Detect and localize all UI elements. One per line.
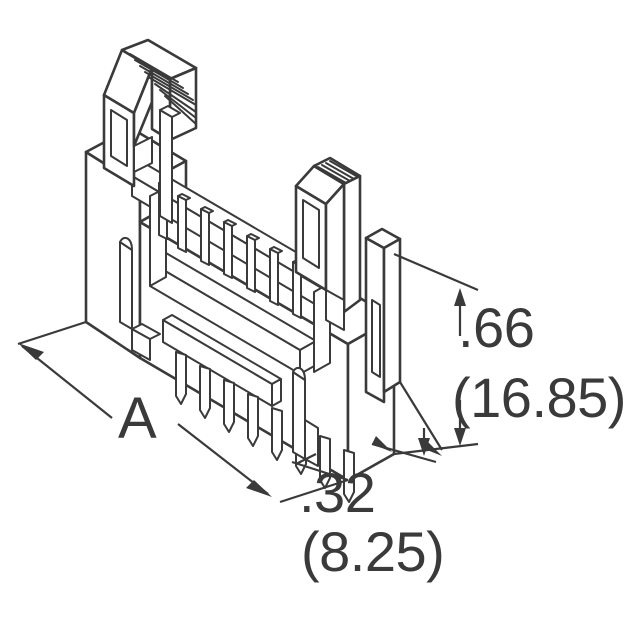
- height-extension-top: [393, 252, 479, 292]
- depth-dimension-line-left: [295, 453, 317, 465]
- left-latch-post-top: [159, 105, 181, 118]
- left-latch-post: [159, 109, 173, 224]
- dimension-depth: [291, 381, 443, 482]
- depth-extension-front: [291, 460, 349, 482]
- left-ejector-latch: [102, 38, 198, 224]
- depth-arrow-inner: [372, 436, 392, 452]
- right-latch-foot: [325, 289, 345, 331]
- right-latch-arm-face: [342, 174, 362, 314]
- pin-tail: [271, 407, 283, 461]
- dimension-label-height-millimeters: (16.85): [452, 366, 626, 429]
- right-latch-window: [302, 199, 320, 269]
- pin-tail: [175, 351, 187, 405]
- right-ejector-latch: [294, 156, 402, 404]
- polarizing-rib-end: [271, 378, 282, 407]
- left-boss-cap: [119, 236, 133, 251]
- length-arrow-left: [18, 343, 44, 360]
- pin-tail: [199, 365, 211, 419]
- length-extension-left: [17, 320, 87, 346]
- polarizing-rib: [162, 314, 282, 407]
- pin-tail: [247, 393, 259, 447]
- height-arrow-bottom: [454, 428, 466, 446]
- dimension-length-A: [17, 320, 349, 504]
- shroud-pin: [246, 233, 260, 293]
- left-boss-foot-top: [131, 323, 161, 340]
- dimension-height: [393, 252, 479, 456]
- length-extension-right: [279, 478, 349, 504]
- dimension-label-depth-millimeters: (8.25): [301, 520, 445, 583]
- shroud-pin: [223, 219, 237, 279]
- height-extension-bottom: [393, 442, 479, 456]
- pin-tail: [319, 435, 331, 489]
- dimension-label-depth-inches: .32: [299, 461, 376, 524]
- dimension-label-length: A: [118, 386, 157, 451]
- right-latch-guide-side: [382, 237, 402, 394]
- dimension-label-height-inches: .66: [458, 296, 535, 359]
- left-mounting-boss: [119, 236, 161, 361]
- right-latch-serrations: [317, 160, 359, 184]
- depth-corner-arrow: [418, 438, 430, 456]
- shroud-pin: [200, 206, 214, 266]
- length-arrow-right: [246, 480, 272, 497]
- right-latch-guide-slot: [371, 299, 381, 378]
- right-boss-face: [292, 371, 306, 460]
- height-arrow-top: [454, 288, 466, 306]
- left-latch-pivot: [133, 136, 153, 173]
- left-latch-serrations: [129, 53, 197, 125]
- pin-tail: [343, 449, 355, 503]
- depth-extension-rear: [399, 381, 443, 451]
- right-boss-cap: [292, 366, 306, 381]
- left-latch-window: [110, 109, 128, 167]
- pin-tail: [223, 379, 235, 433]
- shroud-pin: [269, 246, 283, 306]
- shroud-pin: [177, 193, 191, 253]
- left-boss-face: [119, 241, 133, 330]
